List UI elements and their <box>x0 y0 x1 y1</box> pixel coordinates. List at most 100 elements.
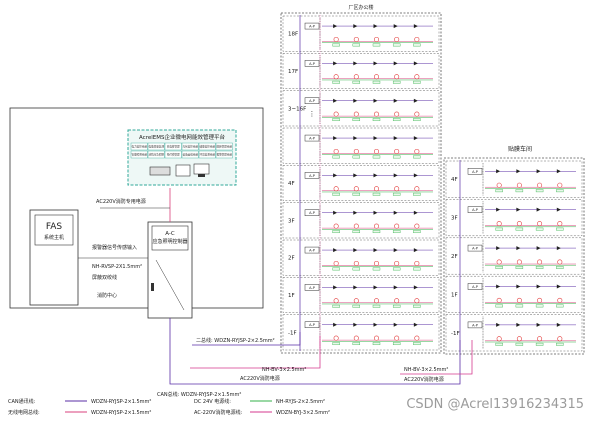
emergency-lamp-icon <box>353 98 358 103</box>
platform-module-label: 充电桩管理 <box>167 145 180 149</box>
exit-sign-icon <box>353 36 359 42</box>
exit-sign-icon <box>537 182 543 188</box>
evacuation-indicator-icon <box>332 155 340 159</box>
evacuation-indicator-icon <box>392 342 401 346</box>
floor-label: 17F <box>288 69 298 75</box>
emergency-lamp-icon <box>333 98 338 103</box>
evacuation-indicator-icon <box>556 304 564 308</box>
platform-module <box>215 150 233 159</box>
exit-sign-icon <box>333 148 339 154</box>
evacuation-indicator-icon <box>515 189 524 193</box>
exit-sign-icon <box>414 223 420 229</box>
evacuation-indicator-icon <box>515 342 524 346</box>
distribution-box <box>304 172 320 179</box>
exit-sign-icon <box>557 182 563 188</box>
emergency-lamp-icon <box>413 285 418 290</box>
legend: CAN通讯线:WDZN-RYJSP-2×1.5mm²无线电网总线:WDZN-RY… <box>8 398 330 416</box>
exit-sign-icon <box>353 298 359 304</box>
evacuation-indicator-icon <box>515 304 524 308</box>
emergency-lamp-icon <box>516 284 521 289</box>
fas-title: FAS <box>46 222 63 232</box>
evacuation-indicator-icon <box>413 80 421 84</box>
distribution-box-label: A-P <box>472 247 478 251</box>
platform-module <box>130 150 148 159</box>
platform-module <box>130 142 148 151</box>
distribution-box <box>304 134 320 142</box>
exit-sign-icon <box>537 297 543 303</box>
fire-control-room-frame <box>9 107 264 309</box>
exit-sign-icon <box>394 148 400 154</box>
floor-frame <box>445 275 583 313</box>
distribution-box <box>304 321 320 328</box>
emergency-lamp-icon <box>333 322 338 327</box>
emergency-lamp-icon <box>333 285 338 290</box>
floor-office-5: 3FA-P <box>282 202 440 239</box>
floor-frame <box>445 199 583 237</box>
evacuation-indicator-icon <box>372 43 381 47</box>
emergency-lamp-icon <box>393 24 398 29</box>
exit-sign-icon <box>394 36 400 42</box>
emergency-lamp-icon <box>373 322 378 327</box>
platform-module <box>147 142 165 151</box>
floor-frame <box>282 127 440 164</box>
platform-module <box>181 142 199 151</box>
exit-sign-icon <box>353 186 359 192</box>
network-devices <box>149 163 210 177</box>
evacuation-indicator-icon <box>352 43 361 47</box>
emergency-lamp-icon <box>516 246 521 251</box>
floor-frame <box>282 239 440 276</box>
cable-label: NH-RVSP-2X1.5mm² <box>92 264 142 270</box>
exit-sign-icon <box>394 335 400 341</box>
exit-sign-icon <box>373 36 379 42</box>
two-bus-trunk-label: 二总线: WDZN-RYJSP-2×2.5mm² <box>196 337 275 344</box>
emergency-lamp-icon <box>413 210 418 215</box>
emergency-lamp-icon <box>393 248 398 253</box>
exit-sign-icon <box>353 111 359 117</box>
platform-module-label: 光伏监控系统 <box>182 145 198 149</box>
platform-module <box>215 142 233 151</box>
evacuation-indicator-icon <box>535 266 544 269</box>
exit-sign-icon <box>373 223 379 229</box>
evacuation-indicator-icon <box>352 267 361 271</box>
distribution-box <box>467 283 483 290</box>
floor-frame <box>282 165 440 201</box>
evacuation-indicator-icon <box>392 43 401 47</box>
emergency-lamp-icon <box>333 210 338 215</box>
evacuation-indicator-icon <box>352 155 361 159</box>
floor-frame <box>282 53 440 89</box>
evacuation-indicator-icon <box>332 192 340 196</box>
platform-module <box>198 150 216 159</box>
evacuation-indicator-icon <box>392 267 401 271</box>
office-building-title: 厂区办公楼 <box>348 4 373 11</box>
exit-sign-icon <box>414 36 420 42</box>
legend-spec: WDZN-BYJ-3×2.5mm² <box>276 410 330 416</box>
evacuation-indicator-icon <box>495 189 503 193</box>
exit-sign-icon <box>537 259 543 265</box>
platform-module-label: 环境监测系统 <box>199 153 215 157</box>
fas-screen <box>34 214 74 246</box>
floor-workshop-2: 2FA-P <box>445 237 583 275</box>
distribution-box <box>304 22 320 30</box>
exit-sign-icon <box>496 297 502 303</box>
emergency-lamp-icon <box>536 169 541 174</box>
exit-sign-icon <box>353 74 359 80</box>
floor-label: 1F <box>288 293 295 299</box>
emergency-lamp-icon <box>333 248 338 253</box>
platform-module <box>181 150 199 159</box>
evacuation-indicator-icon <box>372 304 381 308</box>
exit-sign-icon <box>394 74 400 80</box>
exit-sign-icon <box>333 36 339 42</box>
legend-spec: WDZN-RYJSP-2×1.5mm² <box>91 410 151 416</box>
distribution-box <box>304 246 320 254</box>
emergency-lamp-icon <box>536 322 541 327</box>
evacuation-indicator-icon <box>495 304 503 308</box>
exit-sign-icon <box>333 335 339 341</box>
distribution-box-label: A-P <box>472 170 478 174</box>
exit-sign-icon <box>516 297 522 303</box>
floor-workshop-4: -1FA-P <box>445 314 583 352</box>
exit-sign-icon <box>394 260 400 266</box>
evacuation-indicator-icon <box>332 304 340 308</box>
distribution-box <box>304 284 320 291</box>
